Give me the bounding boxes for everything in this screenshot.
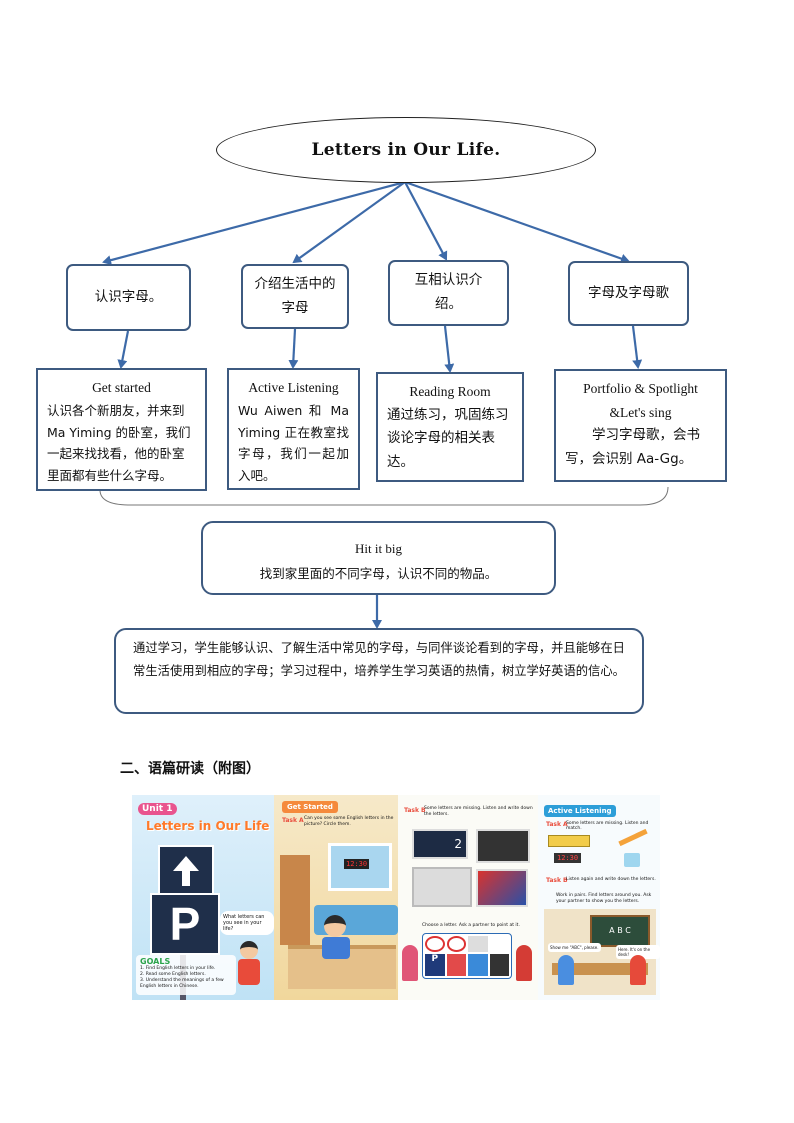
hit-desc: 找到家里面的不同字母，认识不同的物品。 — [259, 565, 498, 581]
section-box-active-listening: Active Listening Wu Aiwen 和 Ma Yiming 正在… — [227, 368, 360, 490]
goal-text: 通过学习，学生能够认识、了解生活中常见的字母，与同伴谈论看到的字母，并且能够在日… — [133, 641, 625, 678]
task-b-text: Some letters are missing. Listen and wri… — [424, 806, 533, 817]
topic-label-1: 认识字母。 — [94, 288, 163, 305]
topic-box-2: 介绍生活中的字母 — [241, 264, 349, 329]
arrow-root-topic-3 — [404, 181, 448, 261]
arrow-root-topic-1 — [102, 180, 406, 266]
topic-box-3: 互相认识介绍。 — [388, 260, 509, 326]
textbook-thumb-active-listening: Active Listening Task A Some letters are… — [538, 795, 660, 1000]
show-me-bubble: Show me "ABC", please. — [548, 943, 601, 952]
speed-limit-icon — [425, 936, 445, 952]
arrow-root-topic-4 — [404, 180, 630, 264]
blank-cell — [490, 936, 510, 952]
task-a-label-1: Task A — [282, 817, 304, 824]
parking-sign: P — [150, 893, 220, 955]
task-b-text-2: Listen again and write down the letters. — [566, 877, 656, 882]
boy-head — [324, 915, 346, 937]
item-clock: 12:30 — [554, 853, 582, 863]
appendix-heading: 二、语篇研读（附图） — [120, 761, 260, 777]
task-a-label-2: Task A — [546, 821, 568, 828]
get-started-banner: Get Started — [282, 801, 338, 813]
sign-board-icon — [468, 936, 488, 952]
section-bracket — [99, 486, 669, 506]
item-mug — [624, 853, 640, 867]
section-box-get-started: Get started 认识各个新朋友，并来到Ma Yiming 的卧室，我们一… — [36, 368, 207, 491]
goal-1: 1. Find English letters in your life. — [140, 966, 216, 971]
boy-figure-2 — [516, 945, 532, 981]
textbook-thumb-task-b: Task B Some letters are missing. Listen … — [398, 795, 538, 1000]
station-number: 2 — [454, 837, 462, 851]
goal-box: 通过学习，学生能够认识、了解生活中常见的字母，与同伴谈论看到的字母，并且能够在日… — [114, 628, 644, 714]
photo-restroom — [476, 829, 530, 863]
topic-box-1: 认识字母。 — [66, 264, 191, 331]
pair-text: Work in pairs. Find letters around you. … — [556, 893, 652, 904]
task-a-text-2: Some letters are missing. Listen and mat… — [566, 821, 649, 831]
goals-label: GOALS — [140, 957, 171, 966]
ten-sign-icon — [446, 936, 466, 952]
bowtie-icon — [489, 954, 509, 976]
tshirt-icon — [468, 954, 488, 976]
task-b-label: Task B — [404, 807, 426, 814]
photo-station-sign: 2 — [412, 829, 468, 859]
task-a-text-1: Can you see some English letters in the … — [304, 816, 394, 827]
root-ellipse: Letters in Our Life. — [216, 117, 596, 183]
item-ruler — [548, 835, 590, 847]
girl-figure — [402, 945, 418, 981]
arrow-topic-2-section — [288, 328, 299, 369]
active-listening-banner: Active Listening — [544, 805, 616, 817]
textbook-thumb-cover: Unit 1 Letters in Our Life P What letter… — [132, 795, 274, 1000]
topic-label-2: 介绍生活中的字母 — [254, 275, 336, 316]
hit-box: Hit it big 找到家里面的不同字母，认识不同的物品。 — [201, 521, 556, 595]
section-title-4b: &Let's sing — [609, 404, 672, 420]
arrow-sign — [158, 845, 214, 897]
parking-icon: P — [425, 954, 445, 976]
section-title-4: Portfolio & Spotlight — [583, 381, 698, 396]
goal-2: 2. Read some English letters. — [140, 971, 206, 977]
section-desc-2: Wu Aiwen 和 Ma Yiming 正在教室找字母，我们一起加入吧。 — [238, 402, 349, 484]
speech-bubble: What letters can you see in your life? — [220, 911, 274, 935]
section-box-portfolio: Portfolio & Spotlight &Let's sing 学习字母歌，… — [554, 369, 727, 482]
section-desc-4: 学习字母歌，会书写，会识别 Aa-Gg。 — [565, 427, 700, 467]
section-box-reading-room: Reading Room 通过练习，巩固练习谈论字母的相关表达。 — [376, 372, 524, 482]
arrow-root-topic-2 — [292, 181, 406, 264]
student-right — [630, 955, 646, 985]
section-title-2: Active Listening — [248, 380, 339, 395]
goal-3: 3. Understand the meanings of a few Engl… — [140, 977, 224, 989]
section-desc-3: 通过练习，巩固练习谈论字母的相关表达。 — [387, 406, 509, 470]
section-title-1: Get started — [92, 380, 151, 395]
school-desk — [552, 963, 648, 975]
icon-grid: P — [422, 933, 512, 979]
clock-sign: 12:30 — [344, 859, 370, 869]
boy-figure — [240, 941, 258, 959]
unit-title: Letters in Our Life — [146, 819, 270, 833]
boy-shirt — [322, 937, 350, 959]
arrow-topic-3-section — [443, 325, 455, 373]
item-pencil — [618, 828, 648, 847]
hit-title: Hit it big — [355, 541, 402, 556]
shirt-icon — [446, 954, 466, 976]
blackboard: A B C — [590, 915, 650, 947]
section-title-3: Reading Room — [409, 384, 491, 399]
arrow-topic-4-section — [631, 325, 643, 369]
here-bubble: Here. It's on the desk! — [616, 945, 660, 959]
root-title: Letters in Our Life. — [311, 140, 501, 160]
topic-box-4: 字母及字母歌 — [568, 261, 689, 326]
arrow-topic-1-section — [117, 330, 130, 369]
topic-label-3: 互相认识介绍。 — [414, 272, 483, 312]
photo-appliance — [412, 867, 472, 907]
textbook-thumb-get-started: Get Started Task A Can you see some Engl… — [274, 795, 398, 1000]
unit-badge: Unit 1 — [138, 803, 177, 815]
task-b-label-2: Task B — [546, 877, 568, 884]
boy-body — [238, 959, 260, 985]
up-arrow-icon — [173, 856, 199, 886]
goals-panel: GOALS 1. Find English letters in your li… — [136, 955, 236, 995]
topic-label-4: 字母及字母歌 — [588, 284, 669, 301]
section-desc-1: 认识各个新朋友，并来到Ma Yiming 的卧室，我们一起来找找看，他的卧室里面… — [47, 402, 191, 484]
photo-card — [476, 869, 528, 907]
board-text: A B C — [609, 926, 631, 935]
choose-text: Choose a letter. Ask a partner to point … — [422, 923, 520, 928]
bookshelf — [280, 855, 310, 945]
student-left — [558, 955, 574, 985]
